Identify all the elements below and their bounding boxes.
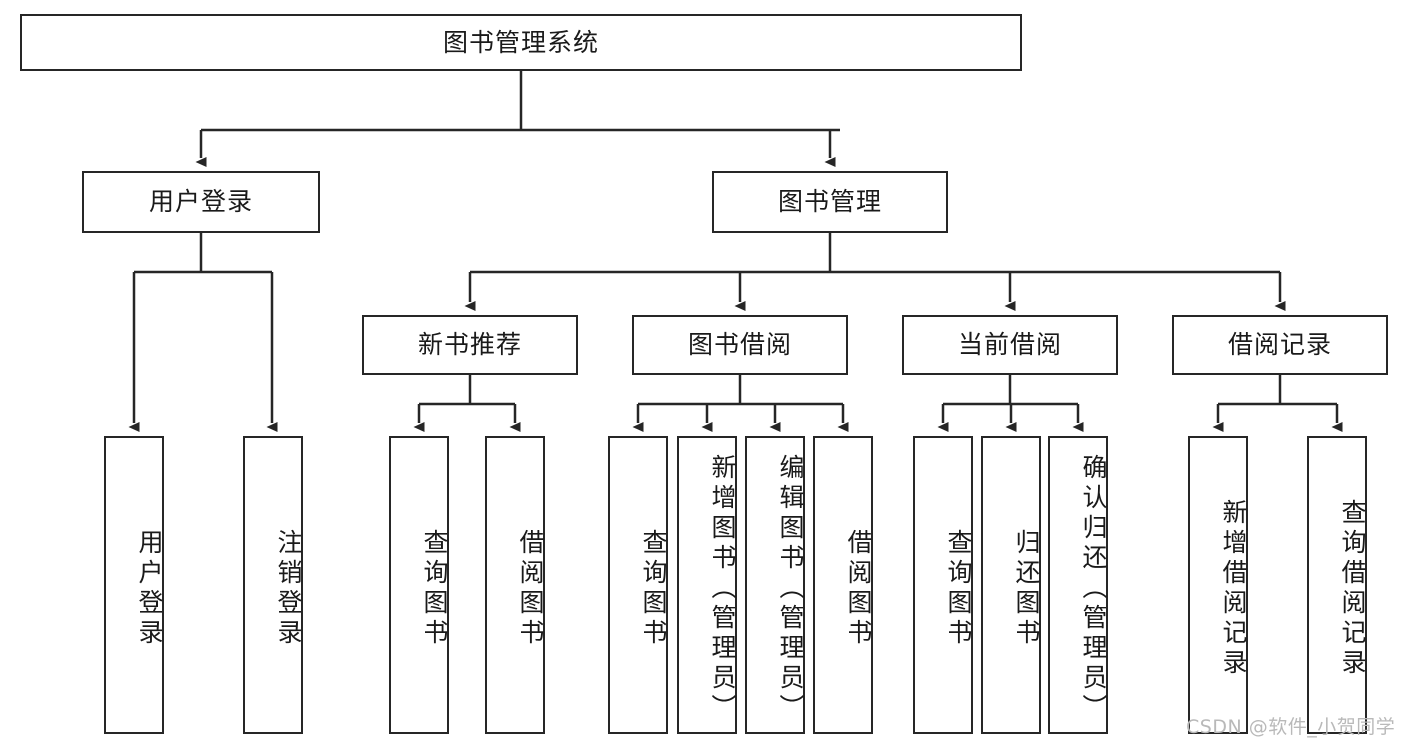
leaf-logout[interactable]: 注销登录 bbox=[243, 436, 303, 734]
leaf-query-book-borrow[interactable]: 查询图书 bbox=[608, 436, 668, 734]
leaf-query-book-borrow-label: 查询图书 bbox=[639, 529, 668, 649]
node-root[interactable]: 图书管理系统 bbox=[20, 14, 1022, 71]
leaf-borrow-book-recommend-label: 借阅图书 bbox=[516, 529, 545, 649]
leaf-user-login[interactable]: 用户登录 bbox=[104, 436, 164, 734]
leaf-add-borrow-record[interactable]: 新增借阅记录 bbox=[1188, 436, 1248, 734]
node-book-management-label: 图书管理 bbox=[777, 187, 882, 217]
node-new-book-recommend[interactable]: 新书推荐 bbox=[362, 315, 578, 375]
node-current-borrow-label: 当前借阅 bbox=[957, 330, 1062, 360]
leaf-user-login-label: 用户登录 bbox=[135, 529, 164, 649]
node-book-management[interactable]: 图书管理 bbox=[712, 171, 948, 233]
node-user-login[interactable]: 用户登录 bbox=[82, 171, 320, 233]
leaf-add-borrow-record-label: 新增借阅记录 bbox=[1219, 499, 1248, 679]
leaf-borrow-book-label: 借阅图书 bbox=[844, 529, 873, 649]
leaf-query-book-current[interactable]: 查询图书 bbox=[913, 436, 973, 734]
node-borrow-record[interactable]: 借阅记录 bbox=[1172, 315, 1388, 375]
leaf-query-book-recommend-label: 查询图书 bbox=[420, 529, 449, 649]
node-user-login-label: 用户登录 bbox=[148, 187, 253, 217]
leaf-edit-book-admin[interactable]: 编辑图书（管理员） bbox=[745, 436, 805, 734]
leaf-query-borrow-record[interactable]: 查询借阅记录 bbox=[1307, 436, 1367, 734]
node-borrow-record-label: 借阅记录 bbox=[1227, 330, 1332, 360]
node-book-borrow-label: 图书借阅 bbox=[687, 330, 792, 360]
node-root-label: 图书管理系统 bbox=[442, 27, 599, 57]
leaf-add-book-admin[interactable]: 新增图书（管理员） bbox=[677, 436, 737, 734]
leaf-borrow-book[interactable]: 借阅图书 bbox=[813, 436, 873, 734]
node-book-borrow[interactable]: 图书借阅 bbox=[632, 315, 848, 375]
leaf-return-book[interactable]: 归还图书 bbox=[981, 436, 1041, 734]
leaf-query-borrow-record-label: 查询借阅记录 bbox=[1338, 499, 1367, 679]
node-current-borrow[interactable]: 当前借阅 bbox=[902, 315, 1118, 375]
node-new-book-recommend-label: 新书推荐 bbox=[417, 330, 522, 360]
leaf-confirm-return-admin-label: 确认归还（管理员） bbox=[1079, 454, 1108, 724]
leaf-confirm-return-admin[interactable]: 确认归还（管理员） bbox=[1048, 436, 1108, 734]
leaf-edit-book-admin-label: 编辑图书（管理员） bbox=[776, 454, 805, 724]
leaf-query-book-current-label: 查询图书 bbox=[944, 529, 973, 649]
leaf-logout-label: 注销登录 bbox=[274, 529, 303, 649]
leaf-borrow-book-recommend[interactable]: 借阅图书 bbox=[485, 436, 545, 734]
leaf-add-book-admin-label: 新增图书（管理员） bbox=[708, 454, 737, 724]
leaf-query-book-recommend[interactable]: 查询图书 bbox=[389, 436, 449, 734]
csdn-watermark: CSDN @软件_小贺同学 bbox=[1186, 716, 1396, 738]
leaf-return-book-label: 归还图书 bbox=[1012, 529, 1041, 649]
